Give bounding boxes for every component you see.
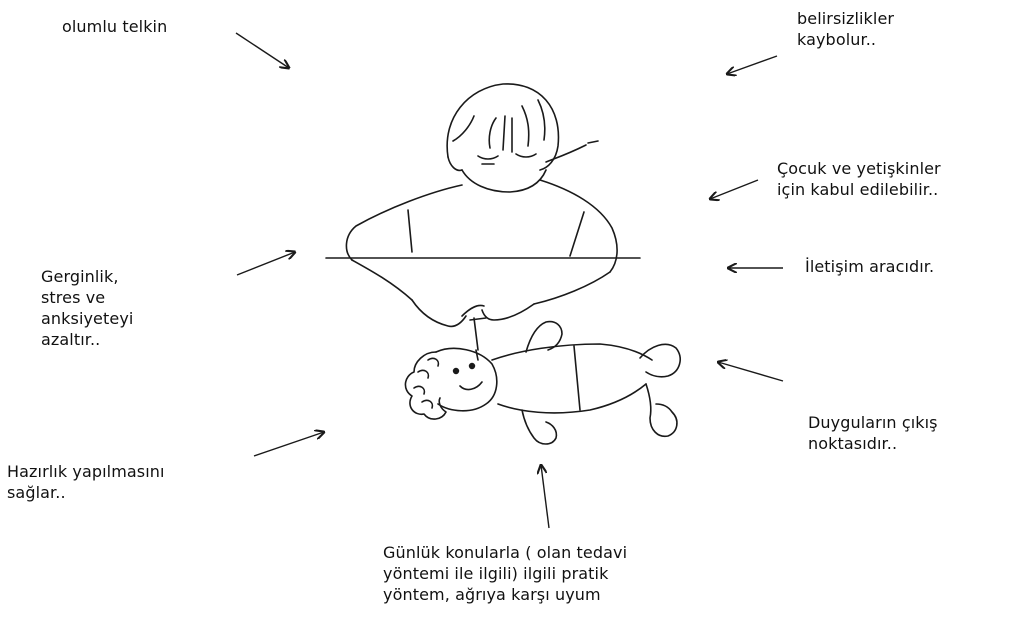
arrow-daily-topics	[541, 465, 549, 528]
daily-topics-label: Günlük konularla ( olan tedavi yöntemi i…	[383, 542, 627, 605]
tension-label: Gerginlik, stres ve anksiyeteyi azaltır.…	[41, 266, 133, 350]
doll-head	[436, 348, 497, 410]
child-hair	[447, 84, 558, 170]
communication-label: İletişim aracıdır.	[805, 256, 934, 277]
arrow-emotions	[718, 362, 783, 381]
emotions-label: Duyguların çıkış noktasıdır..	[808, 412, 938, 454]
child-shirt	[346, 185, 462, 260]
arrow-uncertainties	[727, 56, 777, 74]
child-giving-injection-to-doll-icon	[326, 84, 680, 444]
syringe	[474, 318, 478, 350]
arrow-positive-suggestion	[236, 33, 289, 68]
doll-hair	[405, 352, 446, 419]
arrow-preparation	[254, 432, 324, 456]
preparation-label: Hazırlık yapılmasını sağlar..	[7, 461, 165, 503]
uncertainties-label: belirsizlikler kaybolur..	[797, 8, 894, 50]
doll-body	[492, 344, 652, 360]
positive-suggestion-label: olumlu telkin	[62, 16, 167, 37]
acceptable-label: Çocuk ve yetişkinler için kabul edilebil…	[777, 158, 941, 200]
arrow-tension	[237, 252, 295, 275]
arrow-acceptable	[710, 180, 758, 199]
